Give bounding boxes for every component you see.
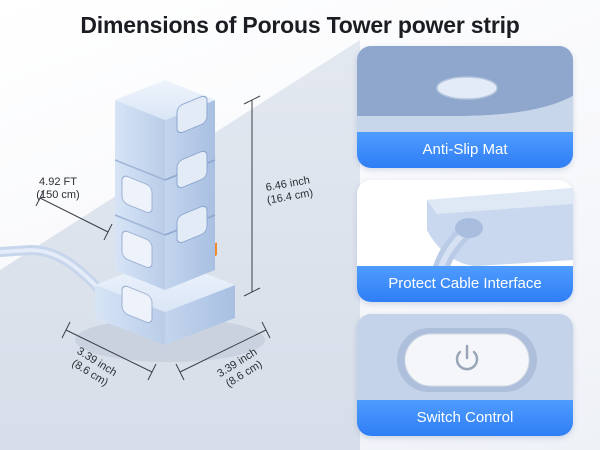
power-cord bbox=[0, 244, 105, 295]
cord-length-ft: 4.92 FT bbox=[39, 176, 77, 188]
tower-right-face bbox=[165, 100, 215, 290]
outlet bbox=[121, 285, 153, 323]
outlets-right bbox=[176, 95, 208, 244]
cord-length-dimension-line bbox=[35, 189, 113, 241]
outlet bbox=[176, 150, 208, 189]
feature-panel-switch-control: Switch Control bbox=[357, 314, 573, 436]
cord-length-label: 4.92 FT (150 cm) bbox=[28, 176, 88, 202]
outlets-left bbox=[121, 175, 153, 323]
feature-panel-anti-slip-mat: Anti-Slip Mat bbox=[357, 46, 573, 168]
power-icon bbox=[455, 344, 479, 371]
anti-slip-pad bbox=[436, 76, 498, 100]
outlet bbox=[176, 95, 208, 134]
feature-caption-anti-slip-mat: Anti-Slip Mat bbox=[357, 132, 573, 168]
page-title: Dimensions of Porous Tower power strip bbox=[80, 12, 520, 38]
width-right-dimension-line bbox=[175, 321, 271, 381]
switch-button bbox=[404, 333, 530, 387]
outlet bbox=[121, 175, 153, 213]
feature-panel-protect-cable-interface: Protect Cable Interface bbox=[357, 180, 573, 302]
height-dimension-line bbox=[243, 95, 261, 297]
outlet bbox=[176, 205, 208, 244]
cord-length-cm: (150 cm) bbox=[36, 189, 80, 201]
feature-caption-protect-cable-interface: Protect Cable Interface bbox=[357, 266, 573, 302]
tower-base-right bbox=[165, 285, 235, 345]
feature-caption-switch-control: Switch Control bbox=[357, 400, 573, 436]
outlet bbox=[121, 230, 153, 268]
width-left-dimension-line bbox=[61, 321, 157, 381]
